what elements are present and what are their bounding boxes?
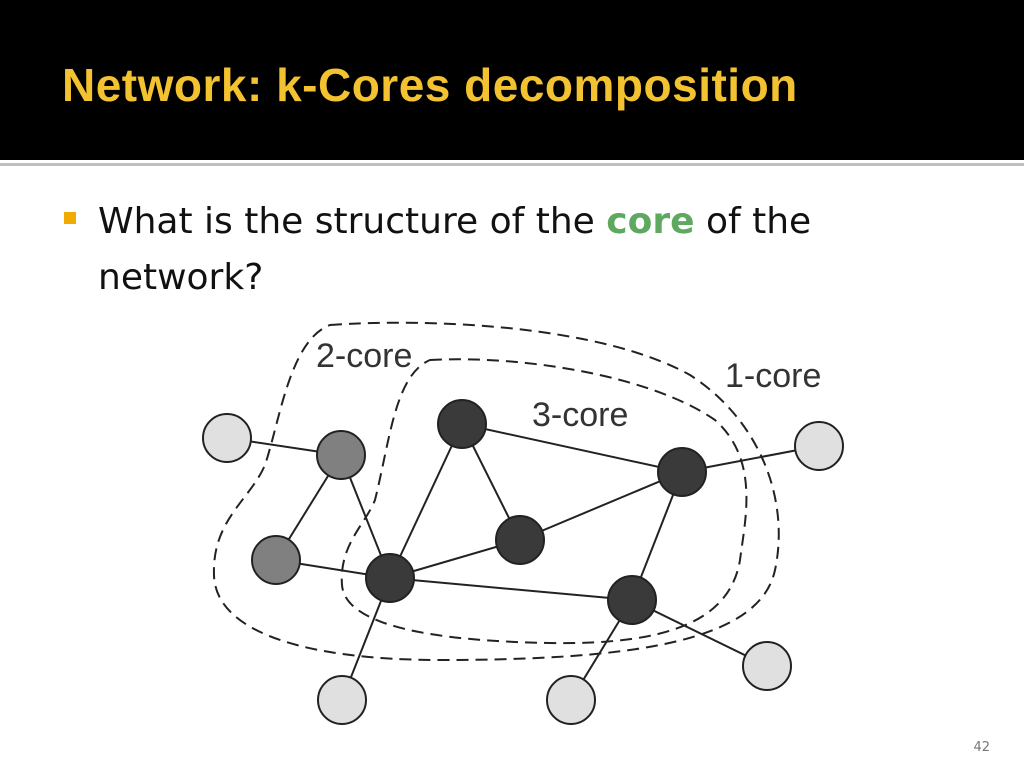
three-core-label: 3-core [532, 396, 628, 434]
node-n12-core-1 [742, 641, 792, 691]
bullet-highlight-core: core [606, 201, 695, 242]
slide-title: Network: k-Cores decomposition [62, 59, 798, 111]
one-core-label: 1-core [725, 357, 821, 395]
title-divider [0, 163, 1024, 166]
node-n3-core-2 [251, 535, 301, 585]
three-core-boundary [340, 358, 748, 645]
node-n1-core-1 [202, 413, 252, 463]
nodes [202, 399, 844, 725]
bullet-text: What is the structure of the core of the… [98, 194, 878, 306]
bullet-text-before: What is the structure of the [98, 201, 607, 242]
node-n11-core-1 [546, 675, 596, 725]
two-core-boundary [212, 321, 780, 662]
title-bar: Network: k-Cores decomposition [0, 0, 1024, 160]
bullet-text-after: of the network? [98, 201, 812, 298]
node-n6-core-3 [495, 515, 545, 565]
node-n2-core-2 [316, 430, 366, 480]
node-n10-core-1 [317, 675, 367, 725]
page-number: 42 [973, 740, 990, 755]
edge-n4-n8 [389, 577, 633, 601]
node-n8-core-3 [607, 575, 657, 625]
edge-n5-n7 [461, 423, 683, 473]
node-n5-core-3 [437, 399, 487, 449]
node-n4-core-3 [365, 553, 415, 603]
edge-n4-n5 [389, 423, 463, 579]
edge-n8-n12 [631, 599, 768, 667]
two-core-label: 2-core [316, 337, 412, 375]
node-n9-core-1 [794, 421, 844, 471]
node-n7-core-3 [657, 447, 707, 497]
bullet-marker-icon [64, 212, 76, 224]
edge-n6-n7 [519, 471, 683, 541]
